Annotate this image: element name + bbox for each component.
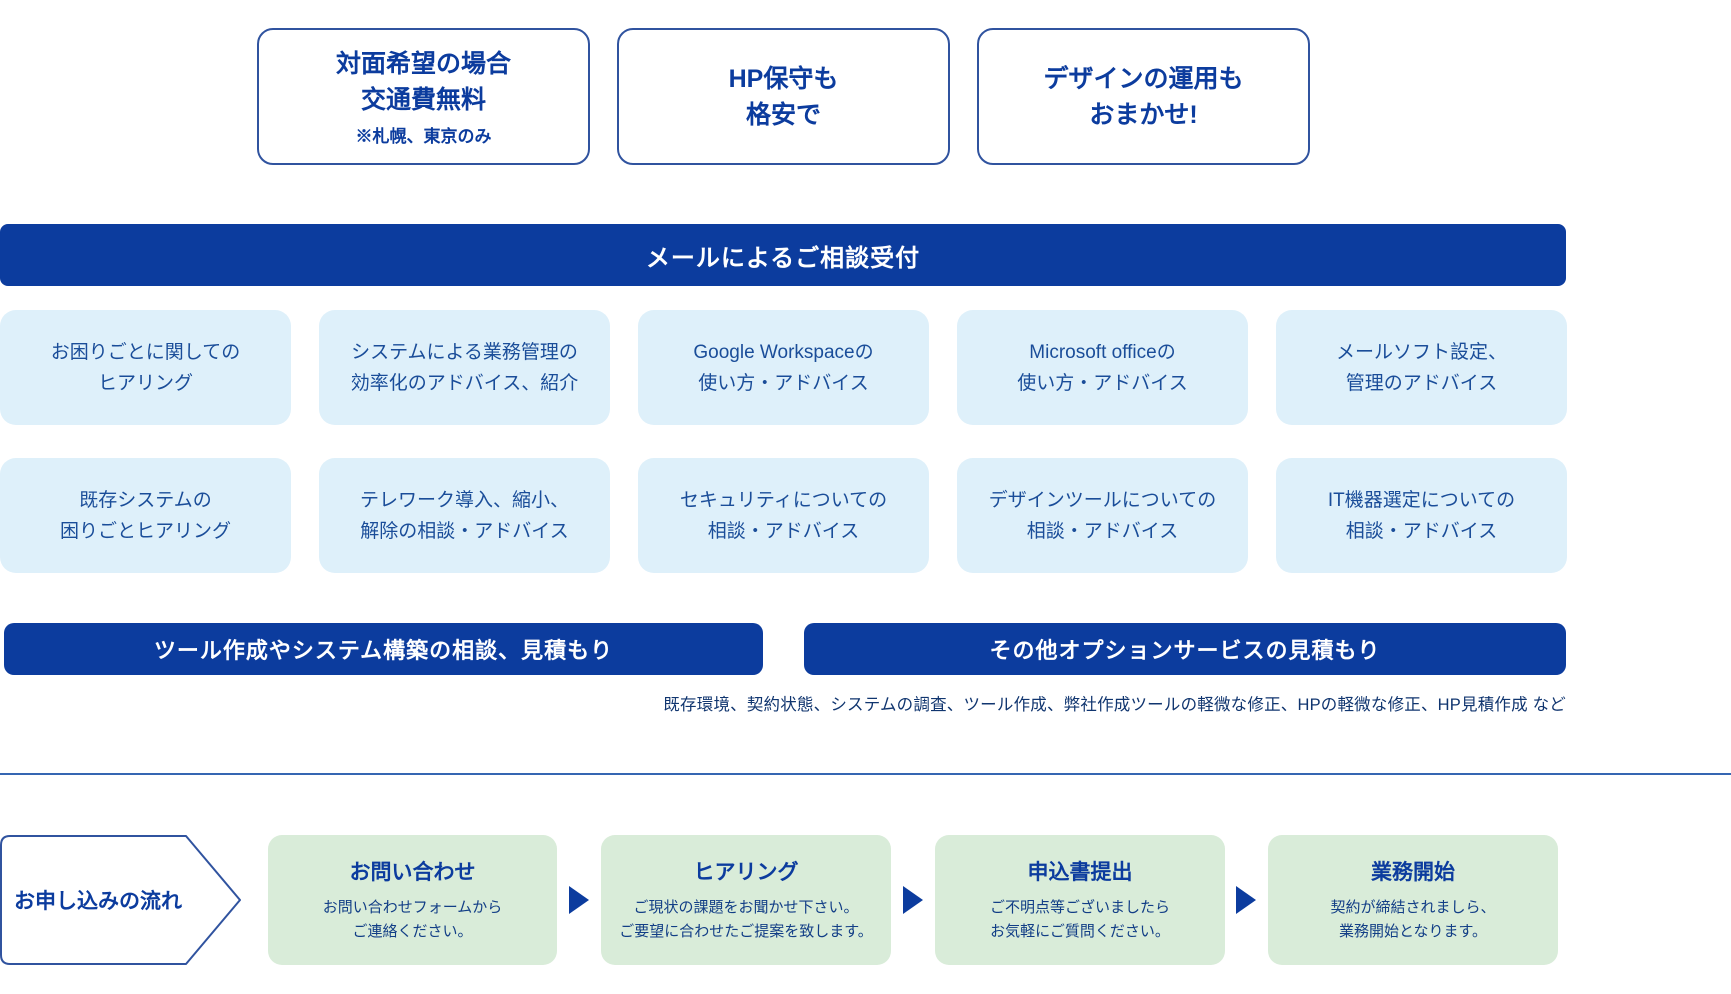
tool-system-estimate-banner: ツール作成やシステム構築の相談、見積もり [4, 623, 763, 675]
flow-step-body-line: ご連絡ください。 [352, 923, 473, 940]
option-service-estimate-banner: その他オプションサービスの見積もり [804, 623, 1566, 675]
badge-card-hp-maintenance: HP保守も 格安で [617, 28, 950, 165]
badge-cards: 対面希望の場合 交通費無料 ※札幌、東京のみ HP保守も 格安で デザインの運用… [257, 28, 1310, 165]
mail-consult-banner: メールによるご相談受付 [0, 224, 1566, 286]
consult-item-line: 困りごとヒアリング [59, 520, 231, 542]
flow-step-body-line: 契約が締結されましら、 [1330, 899, 1496, 916]
consult-item-telework: テレワーク導入、縮小、 解除の相談・アドバイス [319, 458, 610, 573]
tool-system-estimate-label: ツール作成やシステム構築の相談、見積もり [153, 638, 614, 663]
consult-item-line: IT機器選定についての [1327, 489, 1516, 511]
consult-item-line: 効率化のアドバイス、紹介 [350, 372, 579, 394]
mail-consult-banner-label: メールによるご相談受付 [645, 244, 921, 272]
flow-step-title: お問い合わせ [349, 861, 476, 884]
flow-step-application-form: 申込書提出 ご不明点等ございましたら お気軽にご質問ください。 [935, 835, 1225, 965]
consult-item-line: 管理のアドバイス [1345, 372, 1498, 394]
application-flow-label-shape: お申し込みの流れ [0, 835, 242, 965]
application-flow-label: お申し込みの流れ [14, 890, 182, 913]
consult-item-microsoft-office: Microsoft officeの 使い方・アドバイス [957, 310, 1248, 425]
consult-item-line: テレワーク導入、縮小、 [359, 489, 569, 511]
consult-item-line: お困りごとに関しての [50, 341, 241, 363]
consult-item-line: 使い方・アドバイス [698, 372, 869, 394]
badge-title: HP保守も [728, 64, 839, 93]
flow-step-work-start: 業務開始 契約が締結されましら、 業務開始となります。 [1268, 835, 1558, 965]
consult-item-line: Microsoft officeの [1029, 341, 1176, 363]
consult-item-line: 解除の相談・アドバイス [360, 520, 569, 542]
flow-step-body: ご不明点等ございましたら お気軽にご質問ください。 [935, 896, 1225, 944]
badge-card-design: デザインの運用も おまかせ! [977, 28, 1310, 165]
consult-item-mail-software: メールソフト設定、 管理のアドバイス [1276, 310, 1567, 425]
consult-item-line: 相談・アドバイス [1345, 520, 1498, 542]
consult-item-google-workspace: Google Workspaceの 使い方・アドバイス [638, 310, 929, 425]
flow-step-body-line: お問い合わせフォームから [322, 899, 503, 916]
arrow-right-icon [903, 886, 923, 914]
consult-item-security: セキュリティについての 相談・アドバイス [638, 458, 929, 573]
consult-item-line: 相談・アドバイス [1026, 520, 1179, 542]
consult-item-system-efficiency: システムによる業務管理の 効率化のアドバイス、紹介 [319, 310, 610, 425]
option-service-estimate-label: その他オプションサービスの見積もり [989, 638, 1381, 663]
flow-step-body-line: お気軽にご質問ください。 [990, 923, 1170, 940]
flow-step-hearing: ヒアリング ご現状の課題をお聞かせ下さい。 ご要望に合わせたご提案を致します。 [601, 835, 891, 965]
consult-item-line: 既存システムの [79, 489, 212, 511]
flow-step-body: ご現状の課題をお聞かせ下さい。 ご要望に合わせたご提案を致します。 [601, 896, 891, 944]
consult-item-line: システムによる業務管理の [351, 341, 578, 363]
flow-step-contact: お問い合わせ お問い合わせフォームから ご連絡ください。 [268, 835, 557, 965]
badge-note: ※札幌、東京のみ [355, 127, 492, 146]
badge-title: 交通費無料 [360, 86, 486, 114]
consult-item-line: セキュリティについての [679, 489, 888, 511]
badge-title: 対面希望の場合 [335, 50, 511, 78]
flow-step-body: お問い合わせフォームから ご連絡ください。 [268, 896, 557, 944]
consult-item-it-equipment: IT機器選定についての 相談・アドバイス [1276, 458, 1567, 573]
section-divider [0, 773, 1731, 775]
flow-step-body-line: ご要望に合わせたご提案を致します。 [619, 923, 873, 940]
flow-step-title: 申込書提出 [1027, 861, 1133, 884]
consult-item-design-tools: デザインツールについての 相談・アドバイス [957, 458, 1248, 573]
flow-step-title: ヒアリング [693, 861, 799, 884]
consult-item-line: デザインツールについての [988, 489, 1217, 511]
consult-item-line: 使い方・アドバイス [1017, 372, 1188, 394]
consult-item-line: メールソフト設定、 [1335, 341, 1507, 363]
arrow-right-icon [1236, 886, 1256, 914]
consult-item-line: ヒアリング [97, 372, 193, 394]
application-flow: お申し込みの流れ お問い合わせ お問い合わせフォームから ご連絡ください。 ヒア… [0, 835, 1731, 965]
consult-item-line: 相談・アドバイス [707, 520, 860, 542]
badge-title: デザインの運用も [1043, 64, 1244, 93]
flow-step-body-line: ご不明点等ございましたら [989, 899, 1170, 916]
badge-title: おまかせ! [1089, 100, 1198, 129]
consult-item-hearing: お困りごとに関しての ヒアリング [0, 310, 291, 425]
flow-step-body-line: 業務開始となります。 [1338, 923, 1488, 940]
option-service-estimate-note: 既存環境、契約状態、システムの調査、ツール作成、弊社作成ツールの軽微な修正、HP… [663, 696, 1566, 714]
pentagon-arrow-shape [0, 835, 241, 965]
arrow-right-icon [569, 886, 589, 914]
consult-items-row-1: お困りごとに関しての ヒアリング システムによる業務管理の 効率化のアドバイス、… [0, 310, 1567, 425]
flow-step-body: 契約が締結されましら、 業務開始となります。 [1268, 896, 1558, 944]
badge-title: 格安で [745, 100, 821, 129]
flow-step-title: 業務開始 [1371, 861, 1455, 884]
consult-item-line: Google Workspaceの [693, 341, 874, 363]
badge-card-transport: 対面希望の場合 交通費無料 ※札幌、東京のみ [257, 28, 590, 165]
consult-items-row-2: 既存システムの 困りごとヒアリング テレワーク導入、縮小、 解除の相談・アドバイ… [0, 458, 1567, 573]
flow-step-body-line: ご現状の課題をお聞かせ下さい。 [633, 899, 859, 916]
consult-item-existing-system: 既存システムの 困りごとヒアリング [0, 458, 291, 573]
